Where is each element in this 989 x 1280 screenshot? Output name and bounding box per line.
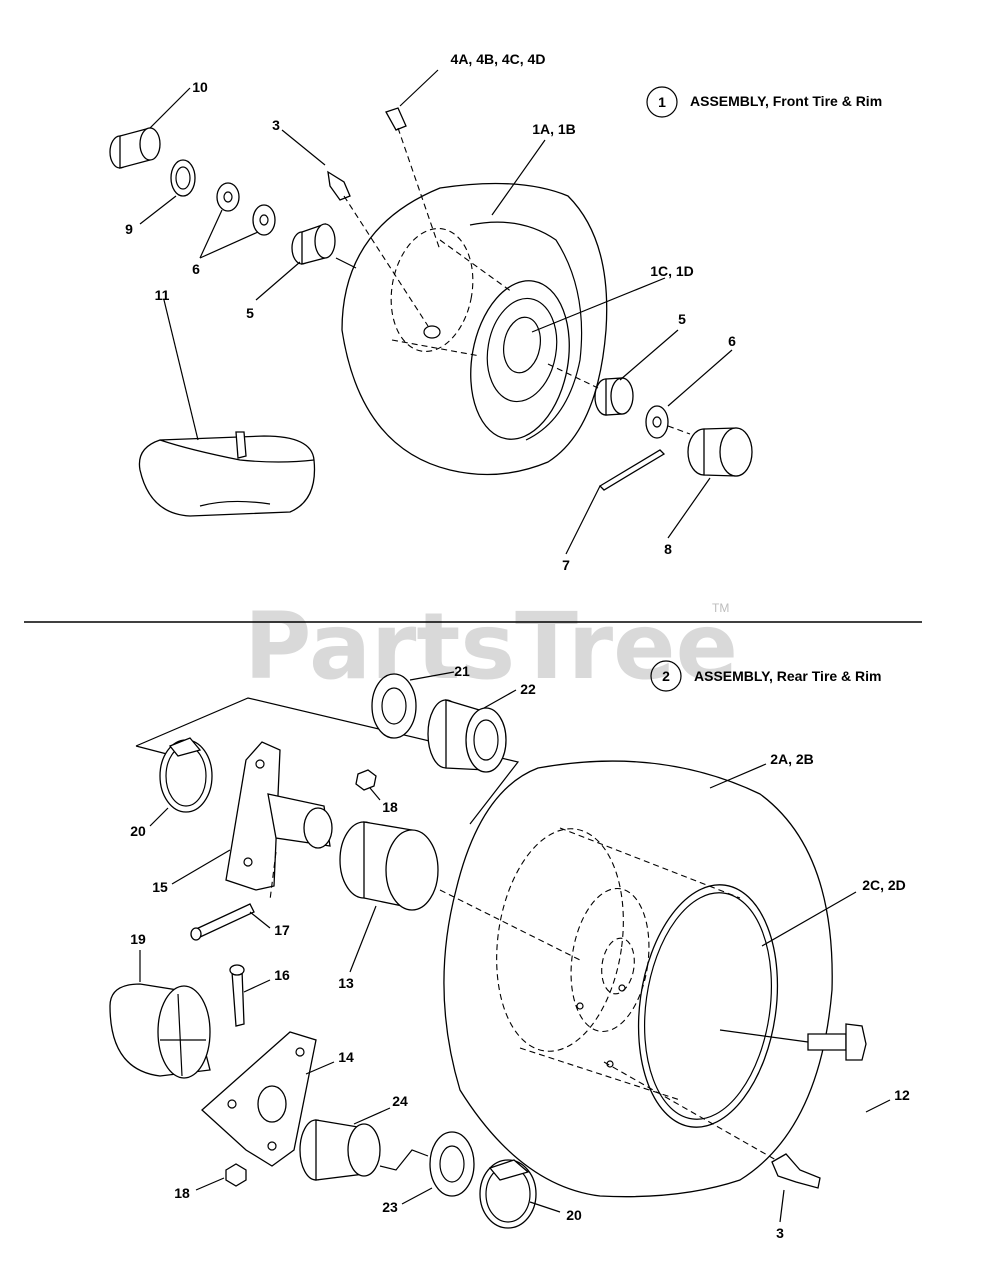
callout-16: 16 <box>274 967 290 983</box>
part-22-bushing[interactable] <box>427 699 507 773</box>
part-7-cotter-pin[interactable] <box>598 449 666 491</box>
front-rim <box>470 280 570 440</box>
part-5-bearing-left[interactable] <box>291 223 336 265</box>
callout-3-rear: 3 <box>776 1225 784 1241</box>
part-16-bolt[interactable] <box>229 964 245 1027</box>
part-5-bearing-right[interactable] <box>594 377 634 416</box>
assembly-1-number: 1 <box>658 94 666 110</box>
front-tire[interactable] <box>341 182 608 476</box>
part-6-washer-right[interactable] <box>645 405 669 439</box>
callout-14: 14 <box>338 1049 354 1065</box>
part-12-bolt[interactable] <box>807 1023 867 1061</box>
part-8-cap-right[interactable] <box>687 427 753 477</box>
part-19-cup[interactable] <box>109 983 211 1079</box>
rear-tire[interactable] <box>443 760 833 1198</box>
part-20-clamp-upper[interactable] <box>159 737 213 813</box>
assembly-2-title: ASSEMBLY, Rear Tire & Rim <box>694 668 882 684</box>
callout-5-right: 5 <box>678 311 686 327</box>
part-20-clamp-lower[interactable] <box>479 1159 537 1229</box>
callout-9: 9 <box>125 221 133 237</box>
assembly-2-circle <box>650 660 682 692</box>
callout-6-left: 6 <box>192 261 200 277</box>
callout-23: 23 <box>382 1199 398 1215</box>
part-10-cap[interactable] <box>109 127 161 169</box>
part-23-bearing[interactable] <box>429 1131 475 1197</box>
part-6-washers[interactable] <box>216 182 276 236</box>
callout-10: 10 <box>192 79 208 95</box>
callout-15: 15 <box>152 879 168 895</box>
callout-24: 24 <box>392 1093 408 1109</box>
callout-1cd: 1C, 1D <box>650 263 694 279</box>
watermark: PartsTree <box>244 593 738 700</box>
callout-3-front: 3 <box>272 117 280 133</box>
callout-20-upper: 20 <box>130 823 146 839</box>
callout-22: 22 <box>520 681 536 697</box>
callout-20-lower: 20 <box>566 1207 582 1223</box>
callout-1ab: 1A, 1B <box>532 121 576 137</box>
callout-8: 8 <box>664 541 672 557</box>
part-9-seal[interactable] <box>170 159 196 197</box>
front-assembly: 1 ASSEMBLY, Front Tire & Rim <box>109 51 882 573</box>
part-21-bearing[interactable] <box>371 673 417 739</box>
watermark-tm: TM <box>712 601 729 615</box>
callout-17: 17 <box>274 922 290 938</box>
assembly-1-circle <box>646 86 678 118</box>
assembly-1-title: ASSEMBLY, Front Tire & Rim <box>690 93 882 109</box>
part-17-bolt[interactable] <box>190 903 255 941</box>
part-14-bracket[interactable] <box>201 1031 317 1167</box>
callout-4: 4A, 4B, 4C, 4D <box>451 51 546 67</box>
callout-2ab: 2A, 2B <box>770 751 814 767</box>
callout-21: 21 <box>454 663 470 679</box>
callout-13: 13 <box>338 975 354 991</box>
part-11-inner-tube[interactable] <box>138 431 316 517</box>
callout-19: 19 <box>130 931 146 947</box>
rear-rim <box>637 884 779 1128</box>
part-4-fitting[interactable] <box>385 107 441 251</box>
callout-18-upper: 18 <box>382 799 398 815</box>
part-24-bushing[interactable] <box>299 1119 381 1181</box>
part-3-valve-rear[interactable] <box>771 1153 821 1189</box>
callout-6-right: 6 <box>728 333 736 349</box>
callout-7: 7 <box>562 557 570 573</box>
callout-12: 12 <box>894 1087 910 1103</box>
part-15-bracket[interactable] <box>225 741 333 891</box>
callout-11: 11 <box>155 287 170 303</box>
callout-18-lower: 18 <box>174 1185 190 1201</box>
rear-assembly: 2 ASSEMBLY, Rear Tire & Rim <box>109 660 910 1241</box>
callout-5-left: 5 <box>246 305 254 321</box>
part-3-valve-front[interactable] <box>327 170 429 327</box>
assembly-2-number: 2 <box>662 668 670 684</box>
part-18-nut-upper[interactable] <box>355 769 377 791</box>
part-13-spacer[interactable] <box>339 821 439 911</box>
part-18-nut-lower[interactable] <box>225 1163 247 1187</box>
callout-2cd: 2C, 2D <box>862 877 906 893</box>
